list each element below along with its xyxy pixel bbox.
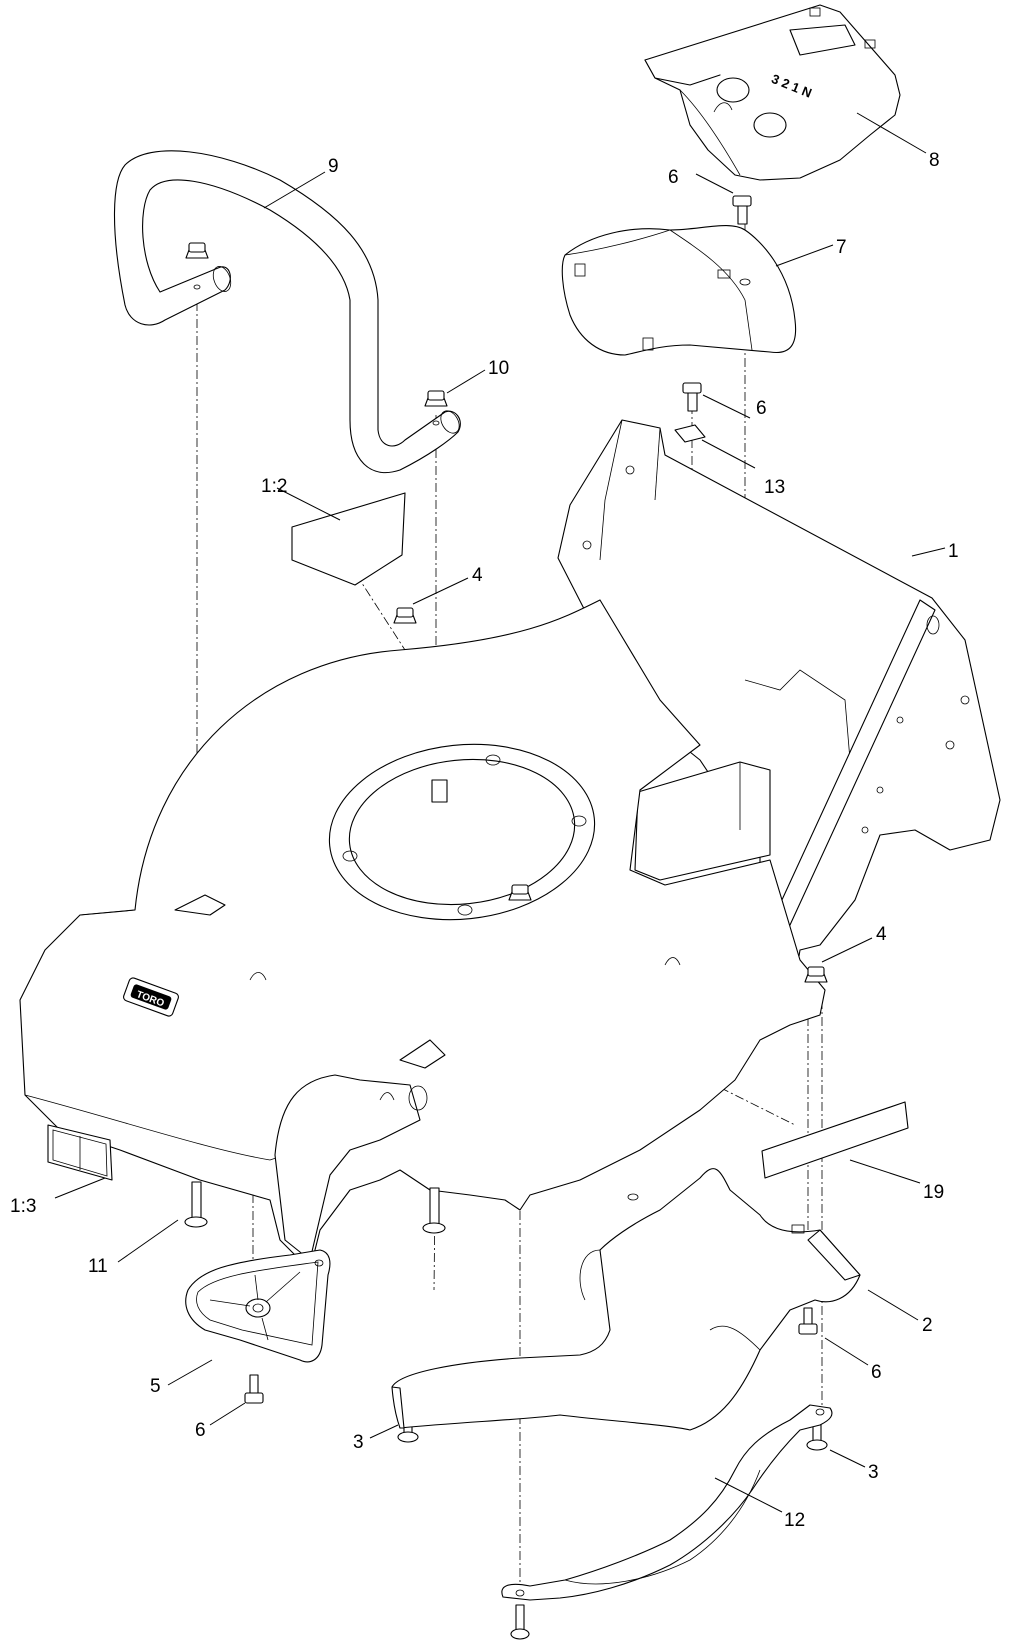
screw-part-6-middle <box>682 382 702 412</box>
screw-part-6-lower-left <box>244 1374 264 1404</box>
callout-1-3: 1:3 <box>10 1196 36 1217</box>
blade-cover-part-5 <box>185 1249 331 1363</box>
leader-lines <box>54 112 946 1513</box>
callout-8: 8 <box>929 150 940 171</box>
handle-bar-part-9 <box>113 150 461 474</box>
skid-bracket-part-12 <box>501 1404 833 1601</box>
bolt-part-11-left <box>184 1181 208 1228</box>
callout-11: 11 <box>88 1256 108 1277</box>
decal-part-1-2 <box>291 492 406 586</box>
decal-part-19 <box>761 1101 909 1179</box>
washer-part-13 <box>674 424 706 443</box>
bolt-bottom <box>510 1604 530 1640</box>
nut-handle-left <box>185 242 209 259</box>
nut-deck-center <box>508 884 532 901</box>
callout-13: 13 <box>764 477 785 498</box>
baffle-part-2 <box>391 1168 861 1431</box>
nut-part-4-lower <box>804 966 828 983</box>
screw-part-6-upper <box>732 195 752 225</box>
callout-6-lower-left: 6 <box>195 1420 206 1441</box>
decal-part-1-3 <box>47 1124 113 1181</box>
callout-1-2: 1:2 <box>261 476 287 497</box>
callout-6-top: 6 <box>668 167 679 188</box>
callout-3-right: 3 <box>868 1462 879 1483</box>
callout-12: 12 <box>784 1510 805 1531</box>
callout-10: 10 <box>488 358 509 379</box>
callout-labels: 9 8 6 7 10 6 13 1:2 1 4 4 1:3 19 11 2 5 … <box>10 150 959 1531</box>
callout-6-middle: 6 <box>756 398 767 419</box>
console-cover-part-7 <box>561 225 797 356</box>
screw-part-6-lower-right <box>798 1307 818 1335</box>
callout-3-left: 3 <box>353 1432 364 1453</box>
nut-part-10 <box>424 390 448 407</box>
nut-part-4-upper <box>393 607 417 624</box>
callout-4-upper: 4 <box>472 565 483 586</box>
callout-7: 7 <box>836 237 847 258</box>
callout-2: 2 <box>922 1315 933 1336</box>
callout-9: 9 <box>328 156 339 177</box>
callout-5: 5 <box>150 1376 161 1397</box>
hardware <box>184 195 828 1640</box>
callout-6-lower-right: 6 <box>871 1362 882 1383</box>
callout-19: 19 <box>923 1182 944 1203</box>
callout-4-lower: 4 <box>876 924 887 945</box>
callout-1: 1 <box>948 541 959 562</box>
toro-logo: TORO <box>123 977 179 1017</box>
bolt-part-11-center <box>422 1187 446 1234</box>
shift-console-part-8: 3 2 1 N <box>644 4 901 181</box>
deck-housing-part-1: TORO <box>19 419 1001 1271</box>
